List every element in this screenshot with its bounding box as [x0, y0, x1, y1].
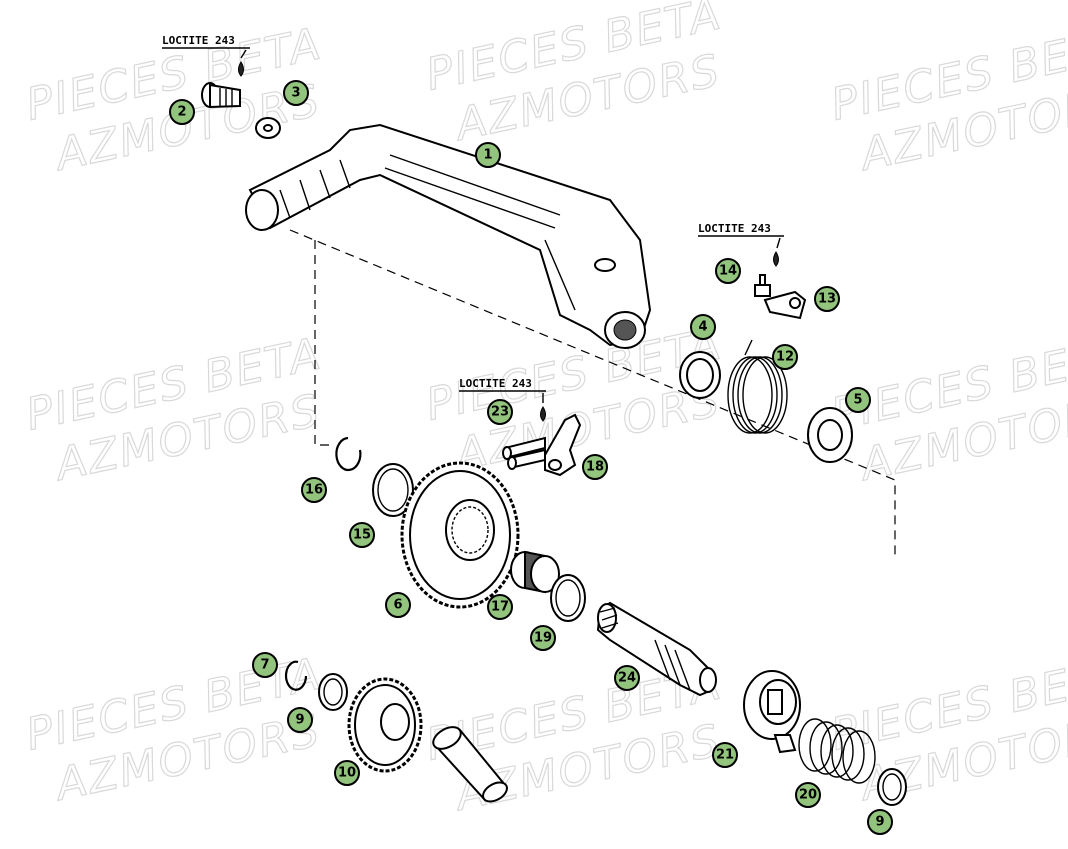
loctite-text: LOCTITE 243 [162, 34, 235, 47]
loctite-text: LOCTITE 243 [459, 377, 532, 390]
kick-start-shaft-24 [596, 601, 717, 697]
svg-text:21: 21 [716, 748, 734, 763]
svg-text:18: 18 [586, 460, 604, 475]
callout-23: 23 [487, 399, 513, 425]
svg-text:3: 3 [291, 86, 300, 101]
bolt-14 [754, 274, 771, 297]
callout-layer: 1 2 3 4 5 6 7 9 9 10 12 13 14 15 16 17 1… [169, 80, 893, 835]
callout-14: 14 [715, 258, 741, 284]
assembly-axis-lines [289, 229, 896, 560]
svg-text:2: 2 [177, 105, 186, 120]
svg-text:9: 9 [875, 815, 884, 830]
spring-20 [798, 718, 876, 784]
washer-9-right [877, 768, 907, 806]
svg-text:9: 9 [295, 713, 304, 728]
callout-13: 13 [814, 286, 840, 312]
bolt-23 [502, 436, 546, 470]
washer-19 [550, 574, 586, 622]
watermark-bottom-left: PIECES BETA AZMOTORS [21, 648, 327, 812]
callout-9-right: 9 [867, 809, 893, 835]
kick-start-lever [245, 123, 652, 349]
callout-16: 16 [301, 477, 327, 503]
svg-text:19: 19 [534, 631, 552, 646]
large-gear-6 [400, 461, 520, 609]
axis-line-left [314, 240, 330, 446]
bolt-2 [201, 82, 241, 109]
svg-text:1: 1 [483, 148, 492, 163]
callout-5: 5 [845, 387, 871, 413]
svg-text:4: 4 [698, 320, 707, 335]
pin [432, 726, 508, 803]
svg-text:12: 12 [776, 350, 794, 365]
watermark-top-right: PIECES BETA AZMOTORS [826, 18, 1068, 182]
svg-text:23: 23 [491, 405, 509, 420]
pawl-18 [544, 413, 582, 477]
washer-4 [679, 351, 721, 399]
callout-2: 2 [169, 99, 195, 125]
circlip-16 [335, 436, 362, 472]
watermark-bottom-right: PIECES BETA AZMOTORS [826, 648, 1068, 812]
spring-12 [727, 339, 788, 434]
loctite-text: LOCTITE 243 [698, 222, 771, 235]
loctite-drop-icon [773, 251, 779, 267]
callout-20: 20 [795, 782, 821, 808]
loctite-label-right: LOCTITE 243 [698, 222, 784, 267]
callout-10: 10 [334, 760, 360, 786]
callout-18: 18 [582, 454, 608, 480]
svg-text:15: 15 [353, 528, 371, 543]
callout-3: 3 [283, 80, 309, 106]
watermark-top-center: PIECES BETA AZMOTORS [421, 0, 727, 152]
callout-12: 12 [772, 344, 798, 370]
svg-text:16: 16 [305, 483, 323, 498]
callout-4: 4 [690, 314, 716, 340]
callout-7: 7 [252, 652, 278, 678]
axis-line-main [289, 229, 896, 560]
loctite-drop-icon [540, 406, 546, 422]
svg-text:17: 17 [491, 600, 509, 615]
callout-24: 24 [614, 665, 640, 691]
svg-text:5: 5 [853, 393, 862, 408]
loctite-label-center: LOCTITE 243 [459, 377, 546, 422]
callout-19: 19 [530, 625, 556, 651]
needle-bearing-17 [510, 550, 560, 594]
svg-text:14: 14 [719, 264, 737, 279]
ratchet-21 [743, 670, 801, 754]
small-gear-10 [347, 677, 423, 773]
svg-text:24: 24 [618, 671, 636, 686]
callout-15: 15 [349, 522, 375, 548]
callout-17: 17 [487, 594, 513, 620]
loctite-label-top-left: LOCTITE 243 [162, 34, 250, 77]
svg-text:20: 20 [799, 788, 817, 803]
svg-text:6: 6 [393, 598, 402, 613]
callout-21: 21 [712, 742, 738, 768]
washer-5 [807, 407, 853, 463]
washer-15 [372, 463, 414, 517]
watermark-mid-left: PIECES BETA AZMOTORS [21, 328, 327, 492]
watermark-mid-center: PIECES BETA AZMOTORS [421, 318, 727, 482]
washer-3 [255, 117, 281, 139]
circlip-7 [284, 660, 308, 691]
svg-text:10: 10 [338, 766, 356, 781]
loctite-drop-icon [238, 61, 244, 77]
bracket-13 [763, 290, 807, 320]
svg-text:13: 13 [818, 292, 836, 307]
callout-1: 1 [475, 142, 501, 168]
svg-text:7: 7 [260, 658, 269, 673]
callout-9-left: 9 [287, 707, 313, 733]
washer-9-left [318, 673, 348, 711]
callout-6: 6 [385, 592, 411, 618]
